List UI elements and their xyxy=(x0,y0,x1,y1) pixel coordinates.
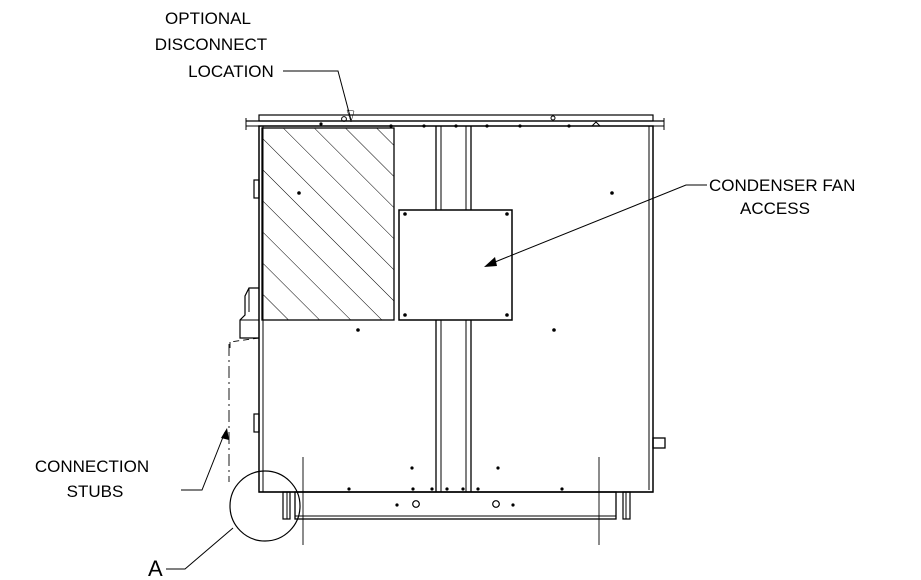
connection-stubs-outline xyxy=(228,179,260,482)
fastener-dots xyxy=(297,124,614,507)
optional-disconnect-label: OPTIONAL DISCONNECT LOCATION xyxy=(155,9,274,81)
leader-lines xyxy=(166,70,707,570)
condenser-label-line2: ACCESS xyxy=(740,199,810,218)
base-rail xyxy=(259,457,653,545)
disconnect-label-line2: DISCONNECT xyxy=(155,35,267,54)
disconnect-panel-hatched xyxy=(261,127,395,321)
connection-stubs-label: CONNECTION STUBS xyxy=(35,457,149,501)
disconnect-label-line1: OPTIONAL xyxy=(165,9,251,28)
condenser-label-line1: CONDENSER FAN xyxy=(709,176,855,195)
detail-a-label: A xyxy=(148,556,163,580)
detail-a-circle xyxy=(229,470,301,542)
disconnect-label-line3: LOCATION xyxy=(188,62,274,81)
condenser-fan-access-label: CONDENSER FAN ACCESS xyxy=(709,176,855,218)
stubs-label-line2: STUBS xyxy=(67,482,124,501)
right-side-stub xyxy=(652,437,666,449)
stubs-label-line1: CONNECTION xyxy=(35,457,149,476)
